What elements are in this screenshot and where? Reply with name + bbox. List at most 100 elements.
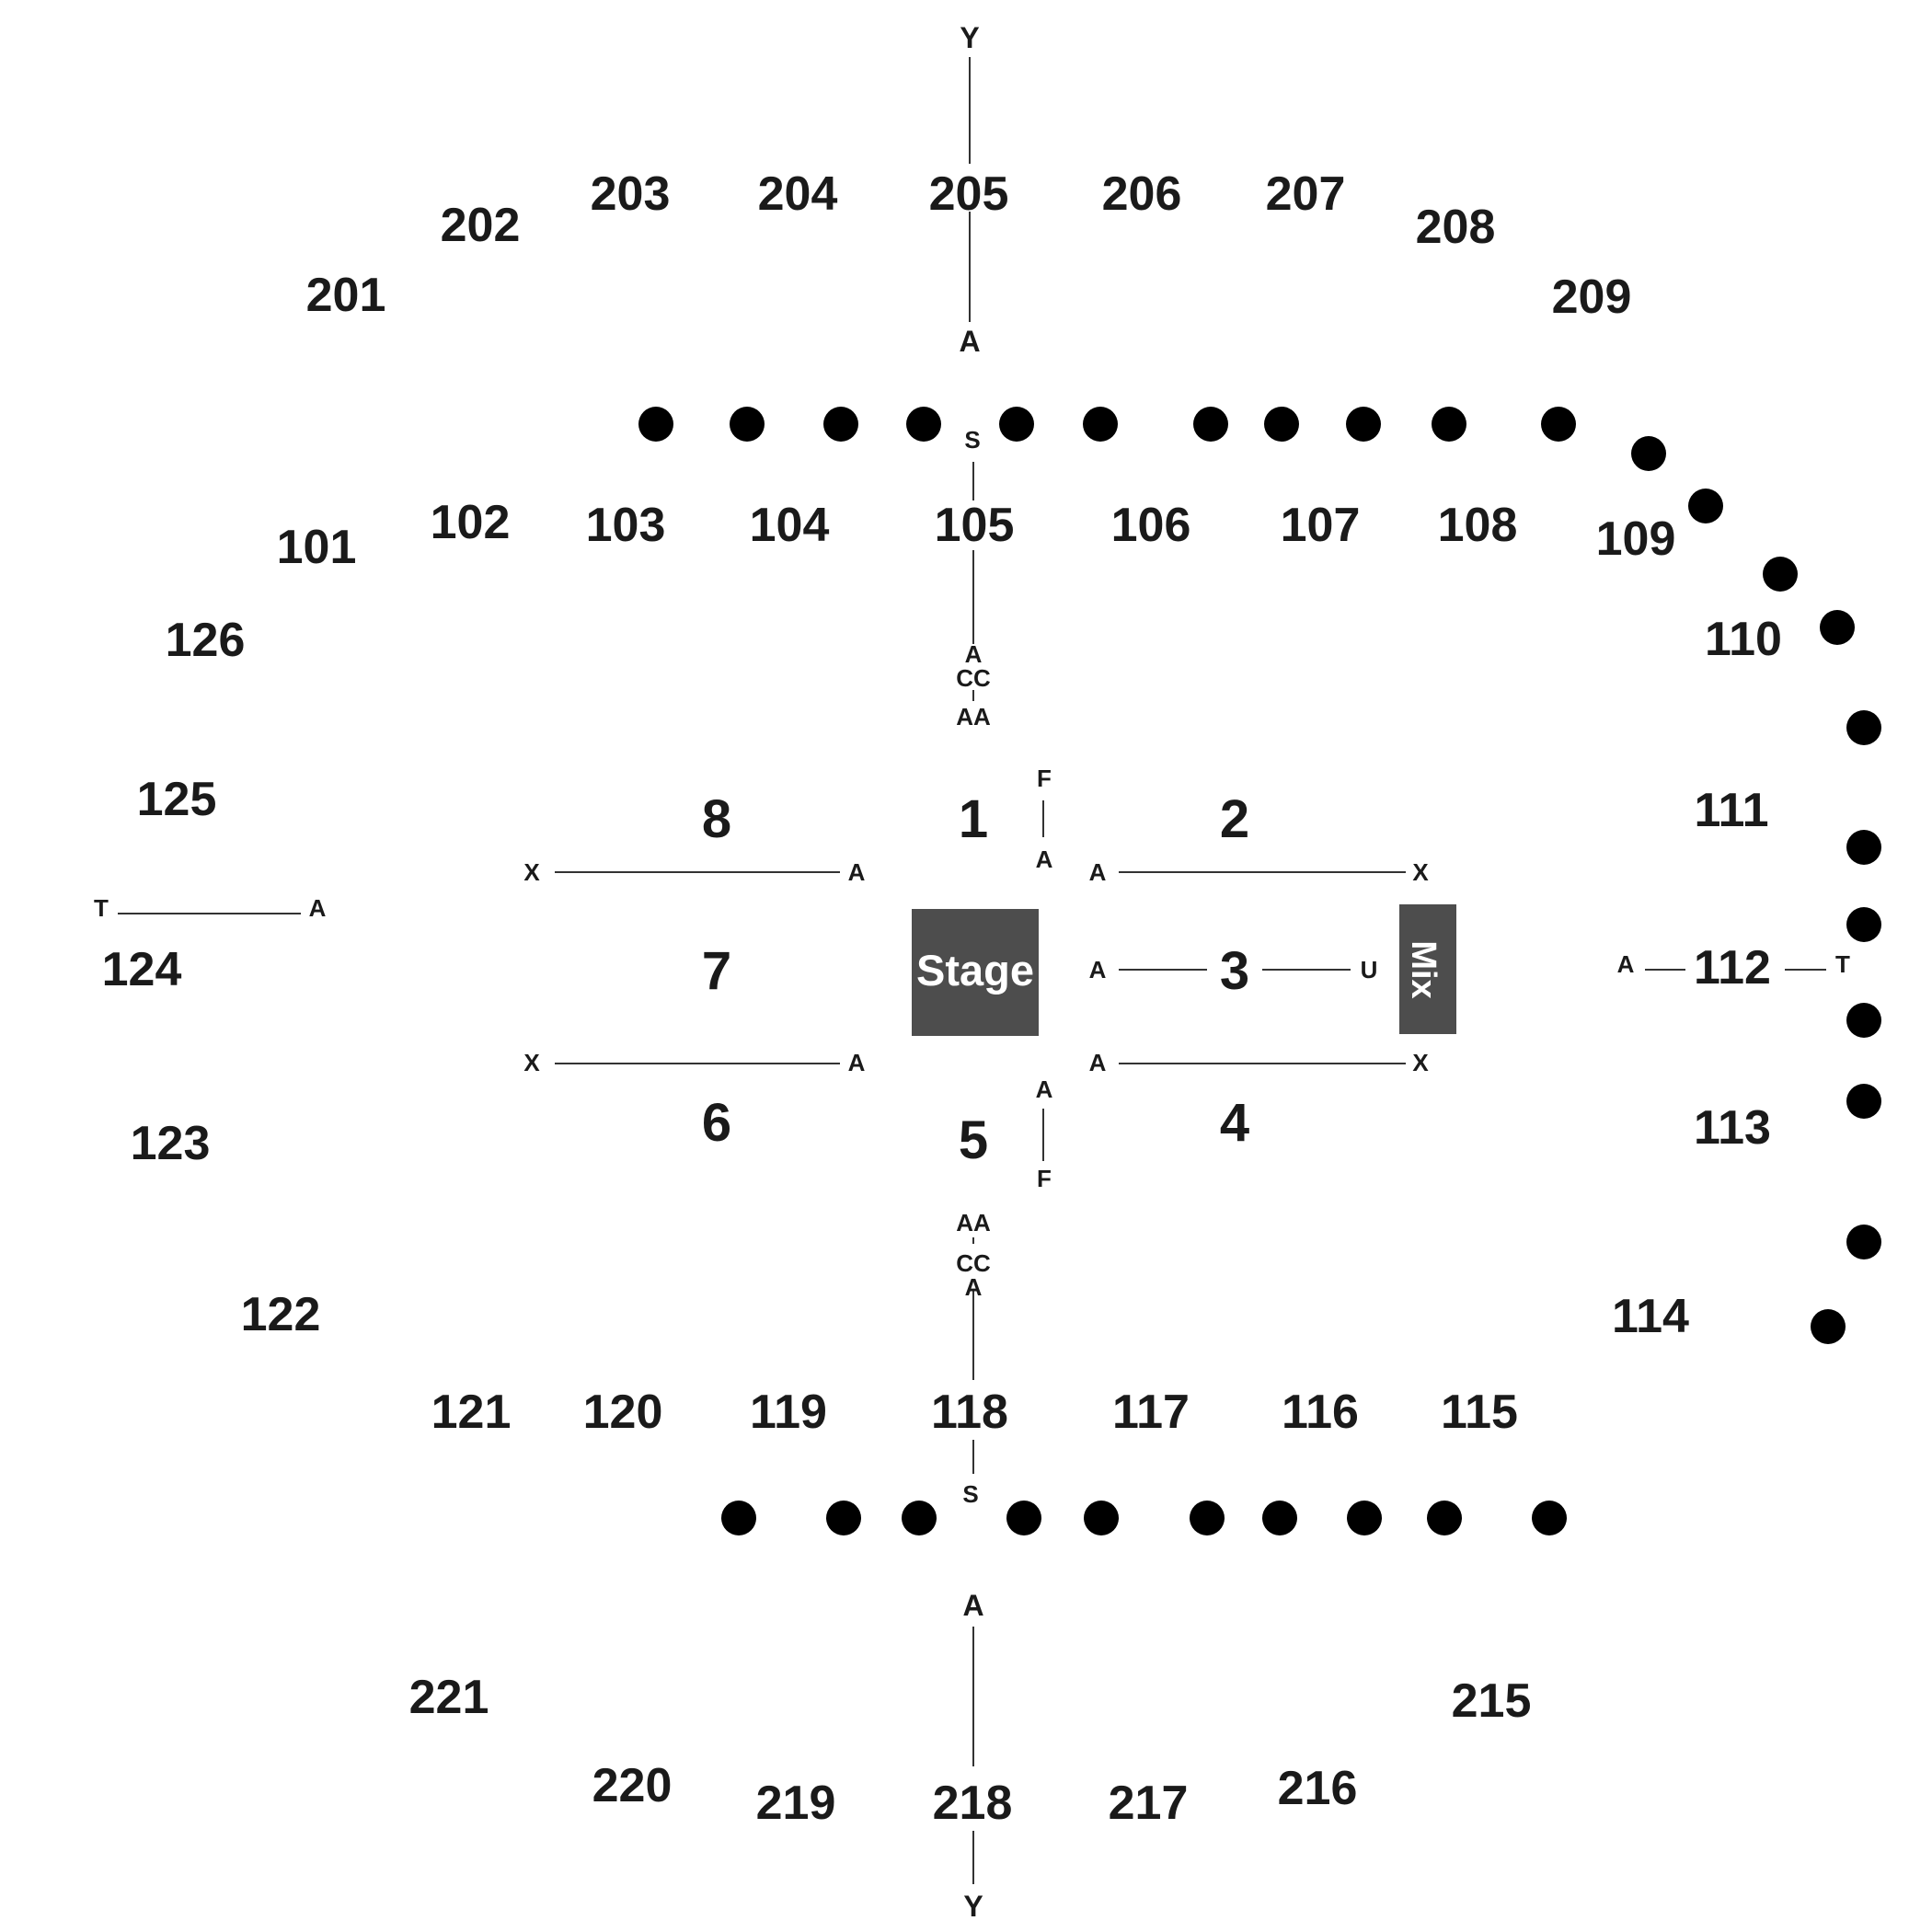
section-101[interactable]: 101	[277, 521, 357, 574]
section-115[interactable]: 115	[1441, 1386, 1518, 1439]
section-120[interactable]: 120	[583, 1386, 663, 1439]
wheelchair-icon[interactable]	[1541, 407, 1576, 442]
wheelchair-icon[interactable]	[1190, 1501, 1225, 1535]
section-114[interactable]: 114	[1612, 1290, 1689, 1343]
wheelchair-icon[interactable]	[721, 1501, 756, 1535]
section-106[interactable]: 106	[1111, 499, 1191, 552]
wheelchair-icon[interactable]	[1532, 1501, 1567, 1535]
row-label: Y	[963, 1890, 983, 1923]
wheelchair-icon[interactable]	[1006, 1501, 1041, 1535]
section-126[interactable]: 126	[166, 614, 246, 667]
wheelchair-icon[interactable]	[638, 407, 673, 442]
section-219[interactable]: 219	[756, 1777, 836, 1830]
section-208[interactable]: 208	[1416, 201, 1496, 254]
wheelchair-icon[interactable]	[1262, 1501, 1297, 1535]
row-label: T	[1835, 950, 1850, 978]
section-110[interactable]: 110	[1705, 613, 1782, 666]
section-201[interactable]: 201	[306, 269, 386, 322]
section-216[interactable]: 216	[1278, 1762, 1358, 1815]
section-202[interactable]: 202	[441, 199, 521, 252]
row-label: S	[964, 426, 980, 454]
row-labels: Y A S A CC AA F A X A A X T A A U A T X …	[94, 21, 1850, 1923]
section-109[interactable]: 109	[1596, 512, 1676, 566]
wheelchair-icon[interactable]	[1427, 1501, 1462, 1535]
wheelchair-icon[interactable]	[1688, 489, 1723, 523]
wheelchair-icon[interactable]	[1820, 610, 1855, 645]
wheelchair-icon[interactable]	[1193, 407, 1228, 442]
section-102[interactable]: 102	[431, 496, 511, 549]
row-label: A	[1089, 858, 1107, 886]
section-104[interactable]: 104	[750, 499, 830, 552]
wheelchair-icon[interactable]	[1084, 1501, 1119, 1535]
wheelchair-icon[interactable]	[1083, 407, 1118, 442]
section-122[interactable]: 122	[241, 1288, 321, 1341]
wheelchair-icon[interactable]	[1346, 407, 1381, 442]
row-label: A	[1036, 845, 1053, 873]
row-label: AA	[956, 1209, 991, 1236]
section-117[interactable]: 117	[1112, 1386, 1190, 1439]
wheelchair-icon[interactable]	[999, 407, 1034, 442]
wheelchair-icon[interactable]	[906, 407, 941, 442]
wheelchair-icon[interactable]	[1846, 1084, 1881, 1119]
wheelchair-icon[interactable]	[1846, 830, 1881, 865]
floor-section-2[interactable]: 2	[1220, 789, 1249, 849]
wheelchair-icon[interactable]	[902, 1501, 937, 1535]
section-107[interactable]: 107	[1281, 499, 1361, 552]
floor-section-4[interactable]: 4	[1220, 1093, 1249, 1153]
section-124[interactable]: 124	[102, 943, 182, 996]
section-220[interactable]: 220	[592, 1759, 673, 1812]
section-118[interactable]: 118	[931, 1386, 1008, 1439]
section-123[interactable]: 123	[131, 1117, 211, 1170]
row-label: A	[1036, 1075, 1053, 1103]
wheelchair-icon[interactable]	[826, 1501, 861, 1535]
section-108[interactable]: 108	[1438, 499, 1518, 552]
row-label: A	[848, 858, 866, 886]
section-215[interactable]: 215	[1452, 1674, 1532, 1728]
section-203[interactable]: 203	[591, 167, 671, 221]
section-113[interactable]: 113	[1694, 1101, 1771, 1155]
section-204[interactable]: 204	[758, 167, 838, 221]
wheelchair-icon[interactable]	[1846, 1003, 1881, 1038]
section-206[interactable]: 206	[1102, 167, 1182, 221]
wheelchair-icon[interactable]	[730, 407, 765, 442]
floor-section-6[interactable]: 6	[702, 1093, 731, 1153]
wheelchair-icon[interactable]	[1846, 1225, 1881, 1259]
stage-label: Stage	[916, 946, 1034, 995]
section-121[interactable]: 121	[431, 1386, 512, 1439]
row-label: A	[965, 1273, 983, 1301]
section-125[interactable]: 125	[137, 773, 217, 826]
section-105[interactable]: 105	[935, 499, 1015, 552]
wheelchair-icon[interactable]	[1763, 557, 1798, 592]
section-218[interactable]: 218	[933, 1777, 1013, 1830]
wheelchair-icon[interactable]	[1846, 907, 1881, 942]
floor-section-8[interactable]: 8	[702, 789, 731, 849]
section-119[interactable]: 119	[750, 1386, 827, 1439]
section-116[interactable]: 116	[1282, 1386, 1359, 1439]
floor-section-5[interactable]: 5	[959, 1110, 988, 1170]
section-221[interactable]: 221	[409, 1671, 489, 1724]
mix-label: Mix	[1404, 940, 1443, 998]
floor-section-3[interactable]: 3	[1220, 941, 1249, 1001]
wheelchair-icon[interactable]	[1432, 407, 1466, 442]
floor-section-7[interactable]: 7	[702, 941, 731, 1001]
upper-level-south: 221 220 219 218 217 216 215	[409, 1671, 1532, 1830]
wheelchair-icon[interactable]	[823, 407, 858, 442]
section-207[interactable]: 207	[1266, 167, 1346, 221]
section-217[interactable]: 217	[1109, 1777, 1189, 1830]
section-112[interactable]: 112	[1694, 941, 1771, 995]
wheelchair-icon[interactable]	[1347, 1501, 1382, 1535]
wheelchair-icon[interactable]	[1631, 436, 1666, 471]
mix-block	[1399, 904, 1456, 1034]
row-label: S	[962, 1480, 978, 1508]
floor-section-1[interactable]: 1	[959, 789, 988, 849]
section-103[interactable]: 103	[586, 499, 666, 552]
section-111[interactable]: 111	[1694, 784, 1768, 837]
section-205[interactable]: 205	[929, 167, 1009, 221]
wheelchair-icon[interactable]	[1264, 407, 1299, 442]
section-209[interactable]: 209	[1552, 270, 1632, 324]
row-label: F	[1037, 765, 1052, 792]
wheelchair-icon[interactable]	[1846, 710, 1881, 745]
row-label: A	[965, 640, 983, 668]
wheelchair-icon[interactable]	[1811, 1309, 1846, 1344]
row-label: A	[309, 894, 327, 922]
